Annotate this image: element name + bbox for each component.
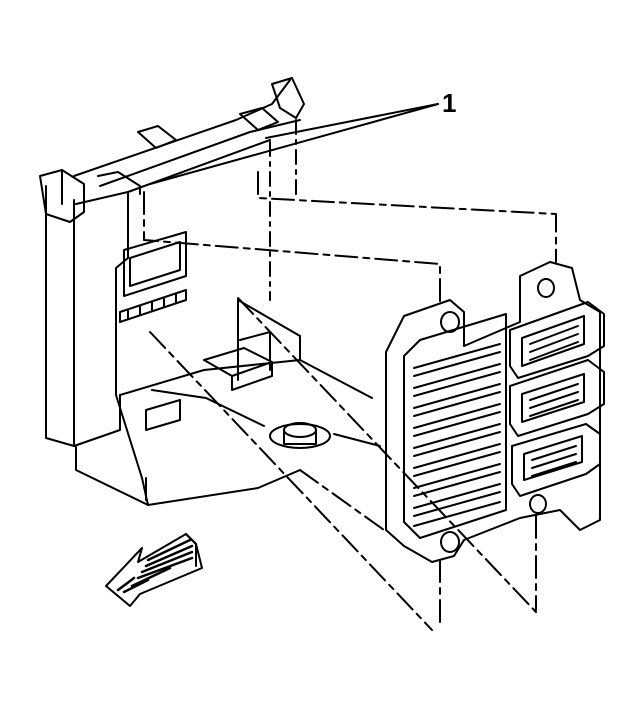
mounting-bracket [39,77,381,506]
direction-arrow-icon [105,533,203,607]
control-module [385,261,605,563]
connector-lower [511,423,601,497]
connector-upper [509,301,605,379]
callout-1: 1 [149,88,456,185]
cooling-fins [413,343,501,527]
callout-label: 1 [442,88,456,118]
alignment-lines [143,171,557,631]
connector-middle [509,359,605,437]
